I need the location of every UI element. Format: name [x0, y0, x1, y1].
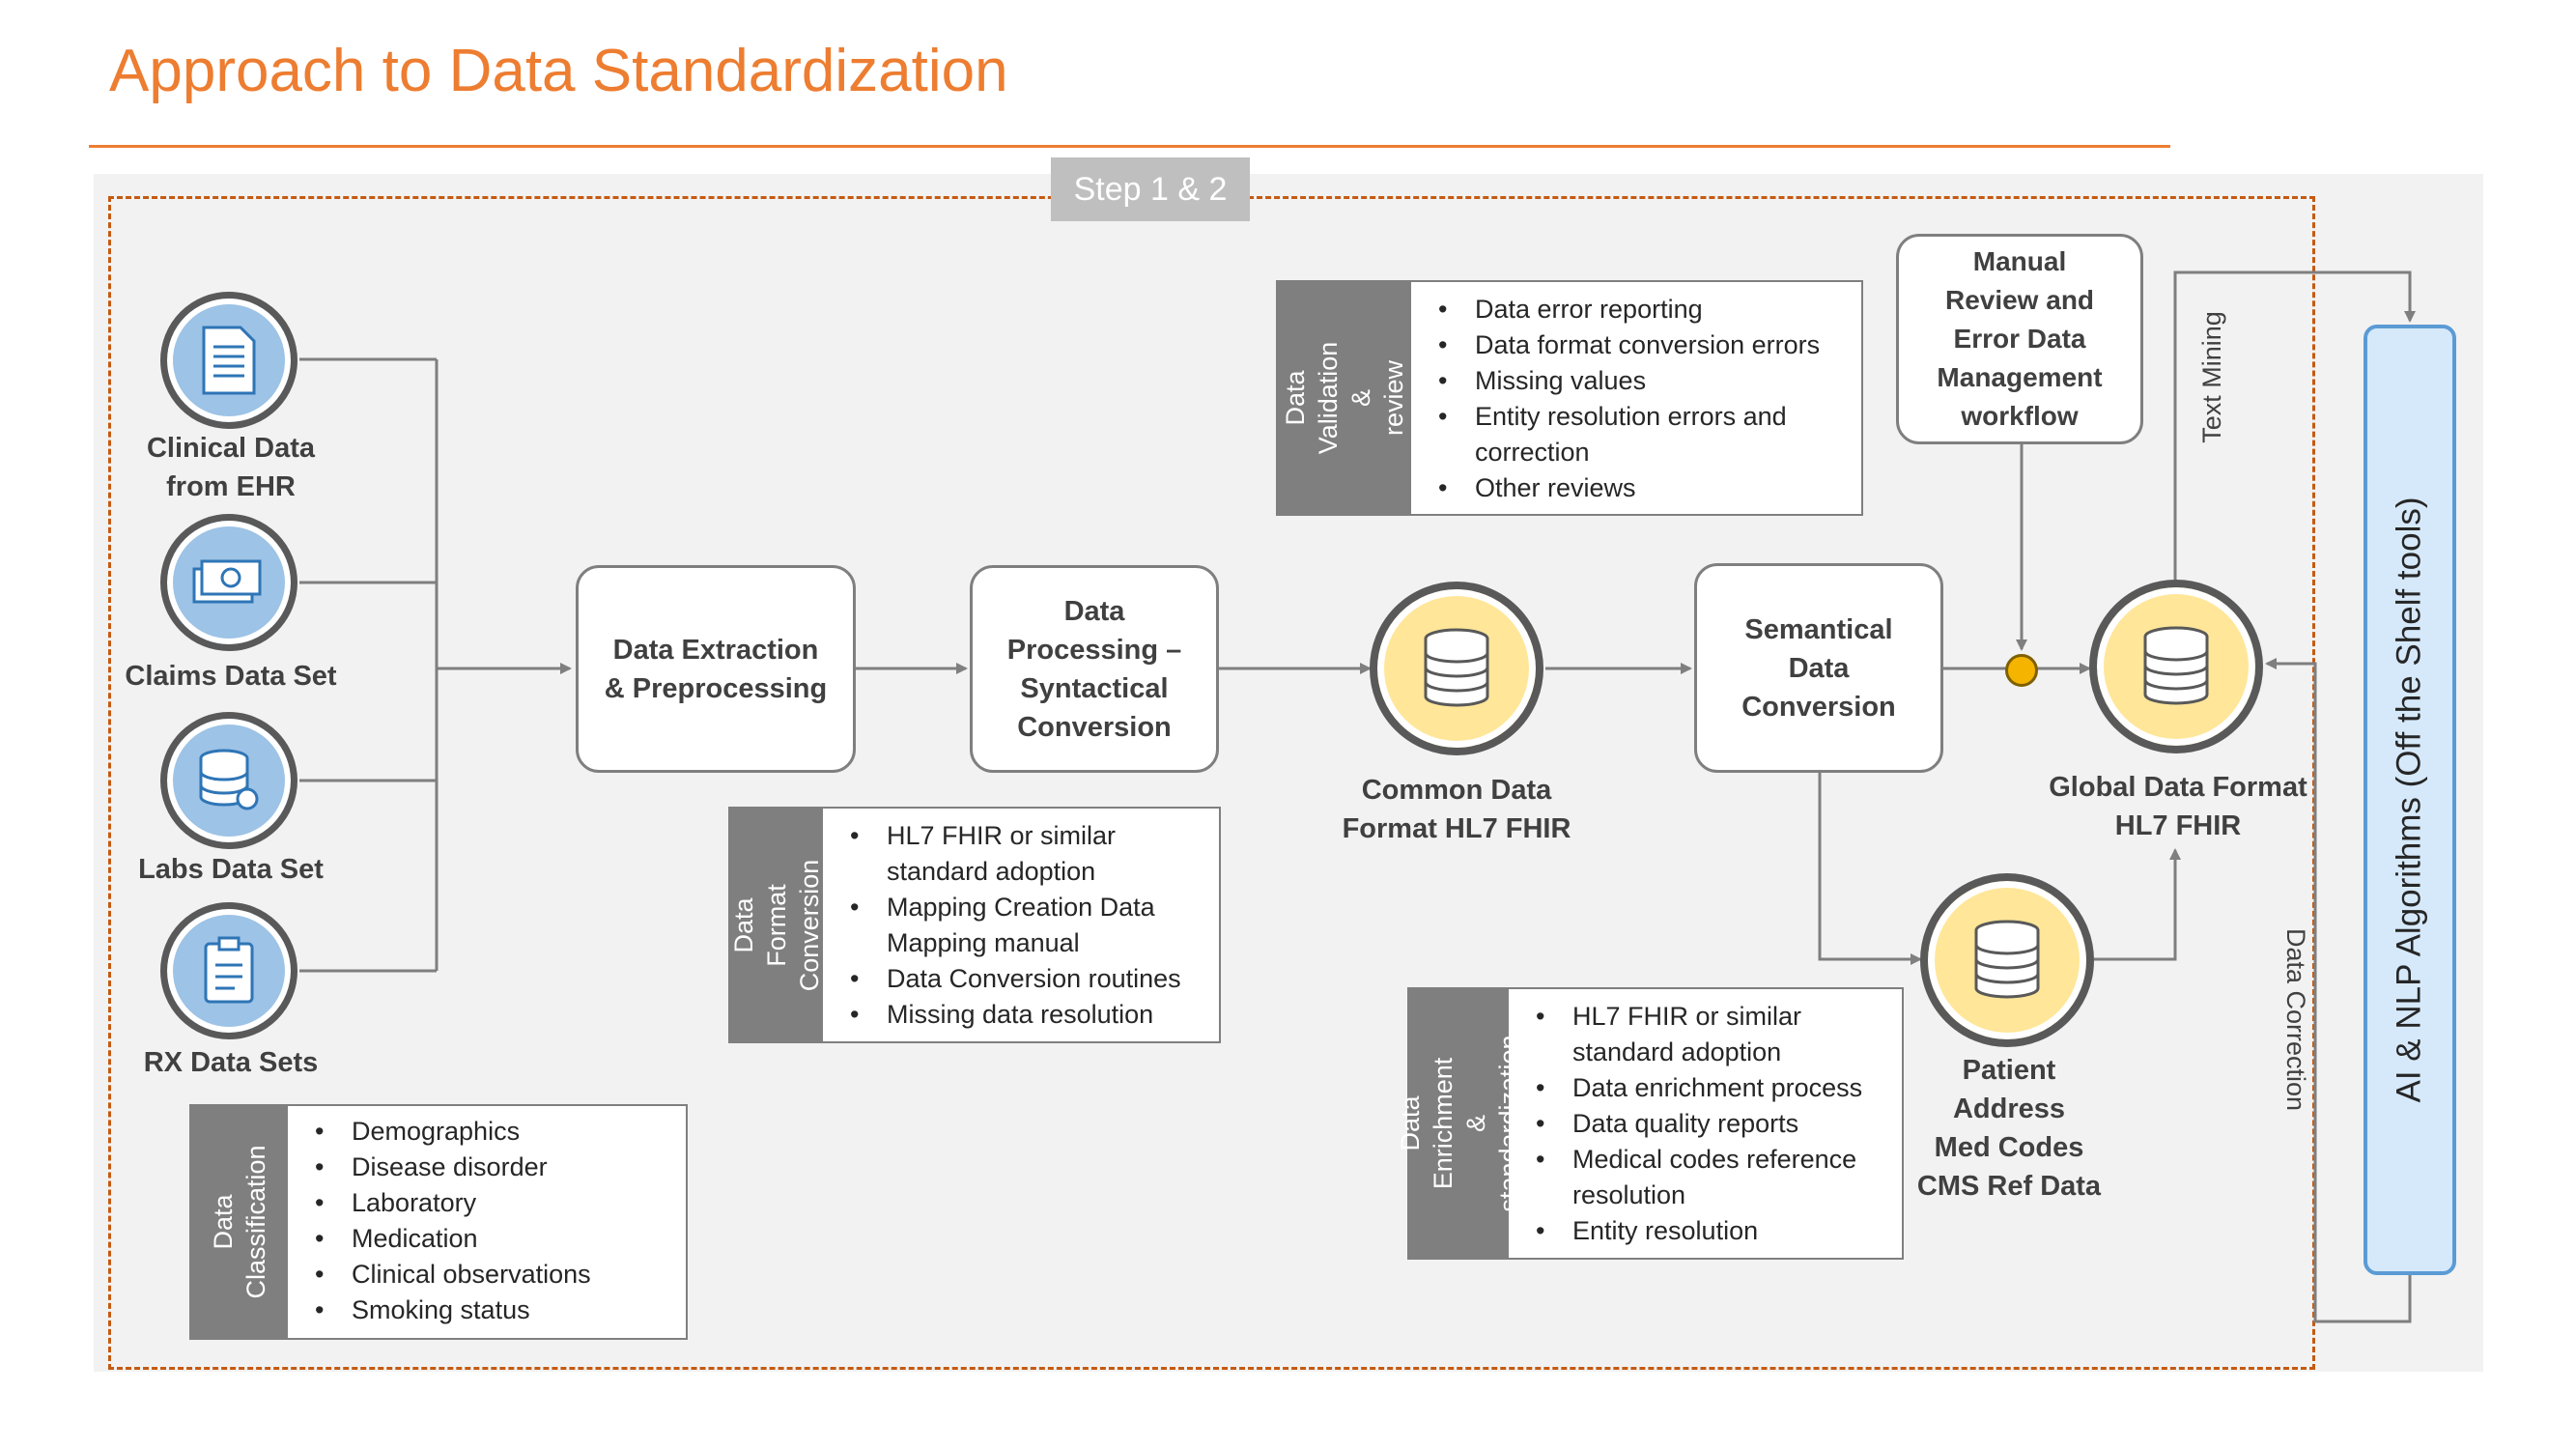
semantical-to-reference-arrow — [1818, 773, 1922, 965]
list-item: Medication — [311, 1221, 670, 1257]
list-item: Laboratory — [311, 1185, 670, 1221]
data-correction-arrow — [2265, 658, 2412, 1323]
title-underline — [89, 145, 2170, 148]
list-item: Clinical observations — [311, 1257, 670, 1293]
reference-to-global-arrow — [2094, 848, 2181, 961]
list-item: Smoking status — [311, 1293, 670, 1328]
enrichment-note-tab: Data Enrichment & standardization — [1396, 989, 1523, 1258]
validation-note: Data Validation & review Data error repo… — [1276, 280, 1863, 516]
database-icon — [1974, 920, 2040, 999]
list-item: HL7 FHIR or similar standard adoption — [1532, 999, 1886, 1070]
money-icon — [192, 559, 262, 604]
list-item: HL7 FHIR or similar standard adoption — [846, 818, 1203, 890]
ai-nlp-label-wrap: AI & NLP Algorithms (Off the Shelf tools… — [2168, 497, 2576, 1102]
text-mining-arrow — [2173, 270, 2416, 580]
data-correction-label: Data Correction — [2281, 927, 2311, 1111]
list-item: Entity resolution errors and correction — [1434, 399, 1846, 470]
database-icon — [1424, 628, 1489, 707]
classification-note: Data Classification Demographics Disease… — [189, 1104, 688, 1340]
syntactical-conversion-box: Data Processing – Syntactical Conversion — [970, 565, 1219, 773]
format-conversion-note-title: Data Format Conversion — [729, 859, 824, 991]
classification-note-tab: Data Classification — [191, 1106, 288, 1338]
page-title: Approach to Data Standardization — [109, 38, 1008, 104]
list-item: Demographics — [311, 1114, 670, 1150]
document-icon — [202, 326, 256, 395]
database-gear-icon — [199, 749, 259, 810]
claims-label: Claims Data Set — [125, 661, 337, 692]
clinical-ehr-label: Clinical Data from EHR — [146, 433, 316, 502]
step-label: Step 1 & 2 — [1051, 157, 1250, 221]
global-data-label: Global Data Format HL7 FHIR — [2049, 772, 2307, 841]
classification-note-title: Data Classification — [209, 1145, 270, 1299]
global-data-store — [2089, 580, 2263, 753]
common-data-store — [1370, 582, 1543, 755]
list-item: Entity resolution — [1532, 1213, 1886, 1249]
list-item: Missing data resolution — [846, 997, 1203, 1033]
rx-source — [160, 902, 297, 1039]
clipboard-icon — [204, 936, 254, 1004]
rx-label: RX Data Sets — [143, 1047, 319, 1078]
list-item: Other reviews — [1434, 470, 1846, 506]
database-icon — [2143, 626, 2209, 705]
junction-dot — [2005, 654, 2038, 687]
ai-nlp-bar — [2364, 325, 2456, 1275]
labs-source — [160, 712, 297, 849]
ai-nlp-label: AI & NLP Algorithms (Off the Shelf tools… — [2391, 497, 2429, 1103]
list-item: Missing values — [1434, 363, 1846, 399]
validation-note-title: Data Validation & review — [1281, 341, 1408, 455]
clinical-ehr-source — [160, 292, 297, 429]
list-item: Data Conversion routines — [846, 961, 1203, 997]
text-mining-label-wrap: Text Mining — [2106, 311, 2318, 443]
labs-label: Labs Data Set — [138, 854, 324, 885]
manual-review-box: Manual Review and Error Data Management … — [1896, 234, 2143, 444]
common-data-label: Common Data Format HL7 FHIR — [1342, 775, 1571, 844]
semantical-conversion-box: Semantical Data Conversion — [1694, 563, 1943, 773]
list-item: Medical codes reference resolution — [1532, 1142, 1886, 1213]
text-mining-label: Text Mining — [2196, 310, 2226, 443]
reference-data-label: Patient Address Med Codes CMS Ref Data — [1916, 1055, 2102, 1202]
format-conversion-note: Data Format Conversion HL7 FHIR or simil… — [728, 807, 1221, 1043]
list-item: Data error reporting — [1434, 292, 1846, 327]
list-item: Data enrichment process — [1532, 1070, 1886, 1106]
enrichment-note: Data Enrichment & standardization HL7 FH… — [1396, 987, 1904, 1260]
format-conversion-note-tab: Data Format Conversion — [729, 809, 824, 1041]
list-item: Disease disorder — [311, 1150, 670, 1185]
list-item: Mapping Creation Data Mapping manual — [846, 890, 1203, 961]
validation-note-tab: Data Validation & review — [1278, 282, 1411, 514]
claims-source — [160, 514, 297, 651]
list-item: Data quality reports — [1532, 1106, 1886, 1142]
data-extraction-box: Data Extraction & Preprocessing — [576, 565, 856, 773]
enrichment-note-title: Data Enrichment & standardization — [1395, 1035, 1523, 1212]
list-item: Data format conversion errors — [1434, 327, 1846, 363]
reference-data-store — [1920, 873, 2094, 1047]
